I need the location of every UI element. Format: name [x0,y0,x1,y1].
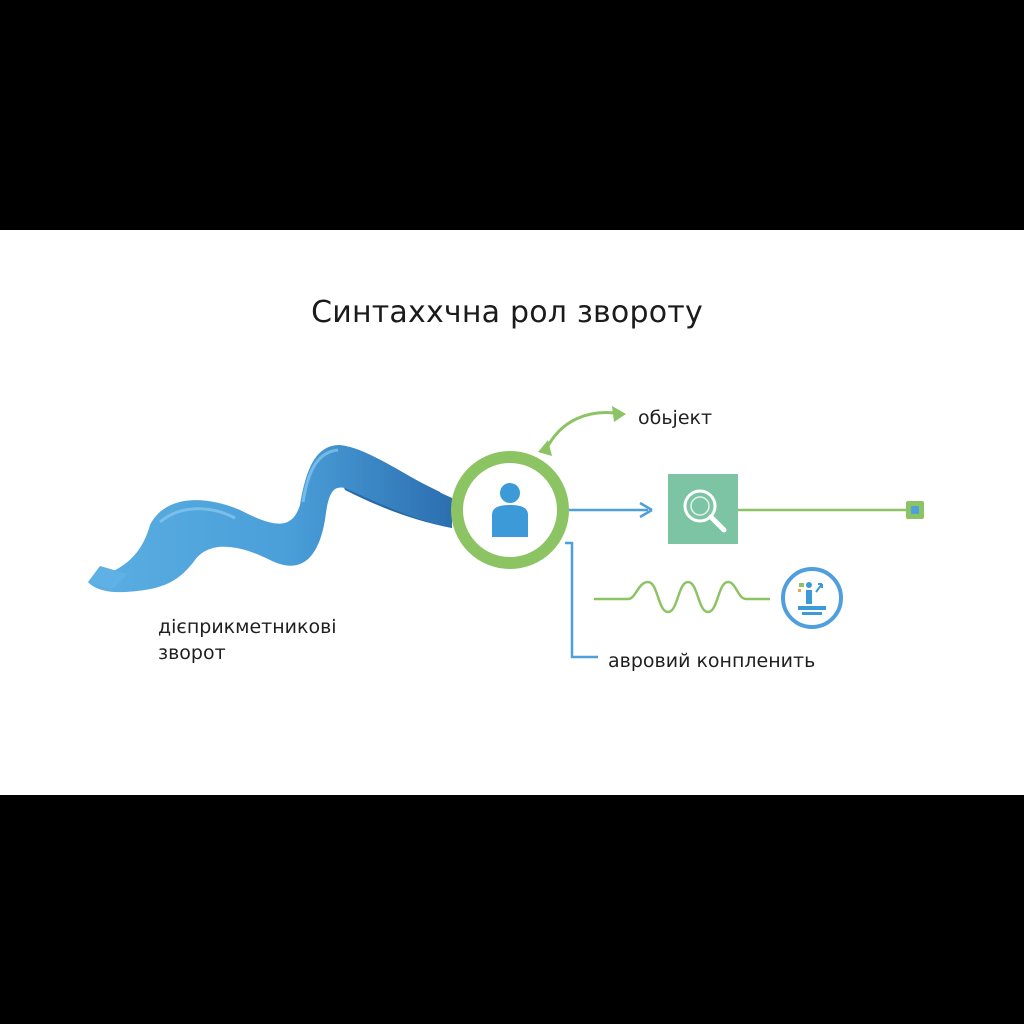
object-double-arrow [538,406,626,456]
adverbial-icon [798,582,826,615]
ribbon-shape [88,445,452,593]
arrow-to-object-box [569,501,653,519]
letterbox-top [0,0,1024,230]
center-node [451,451,569,569]
object-box [668,474,738,544]
letterbox-bottom [0,795,1024,1024]
ribbon-label-line1: дієприкметникові [158,616,337,638]
diagram-title: Синтаххчна рол звороту [311,295,703,330]
square-node-icon [906,501,924,519]
ribbon-label-line2: зворот [158,642,226,664]
ribbon-label: дієприкметникові зворот [158,614,398,666]
complement-circle [781,567,843,629]
person-icon [492,483,528,537]
complement-connector [565,541,598,659]
wave-line [594,580,770,614]
magnifier-icon [683,489,727,533]
object-label: обьјект [638,407,713,429]
complement-label: авровий конпленить [608,650,816,672]
